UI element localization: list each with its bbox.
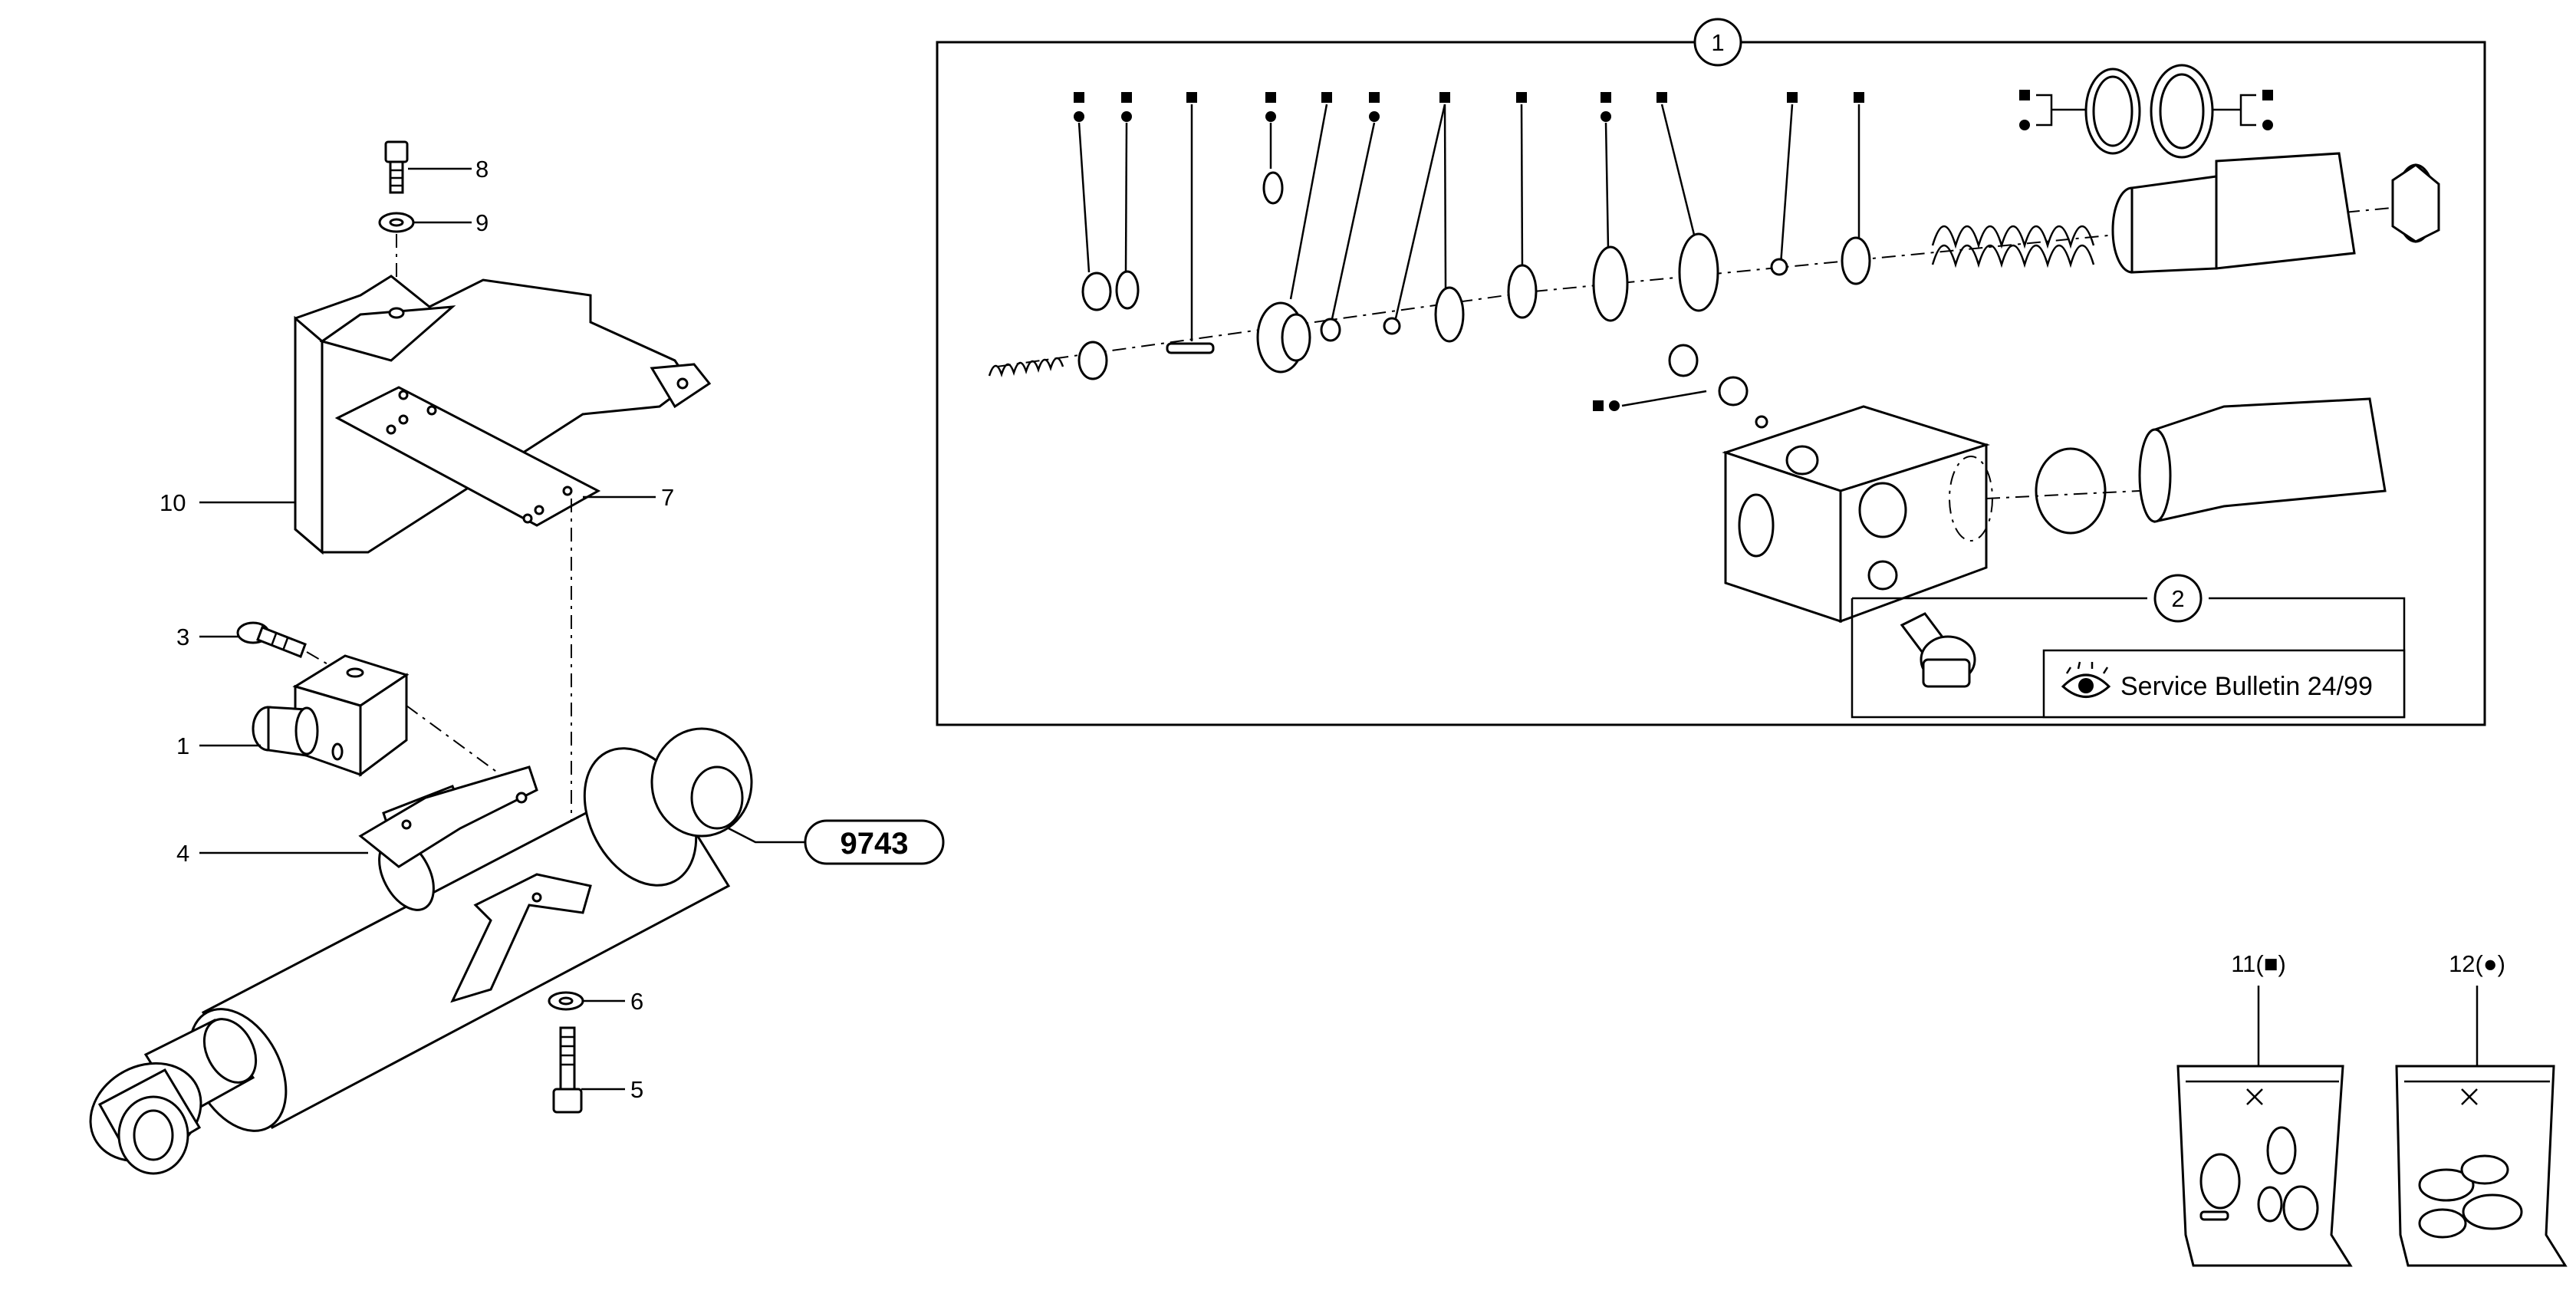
valve-body-part <box>1722 397 2387 624</box>
callout-8: 8 <box>475 156 489 183</box>
service-kits: 11(■) 12(●) <box>2176 950 2568 1267</box>
detail-frame <box>936 41 2486 726</box>
callout-3: 3 <box>176 624 189 650</box>
spring-part <box>988 357 1064 377</box>
reference-code-badge <box>804 819 945 865</box>
kit-bag-11 <box>2176 1065 2353 1267</box>
valve-circle-2-label: 2 <box>2171 585 2184 612</box>
callout-6: 6 <box>630 988 643 1015</box>
bolt-part <box>552 1026 583 1114</box>
kit-bag-12 <box>2395 1065 2568 1267</box>
callout-7: 7 <box>661 484 674 511</box>
bulletin-text: Service Bulletin 24/99 <box>2120 672 2373 701</box>
callout-10: 10 <box>160 489 186 516</box>
kit-circle-1 <box>1693 18 1742 67</box>
callout-5: 5 <box>630 1076 643 1103</box>
exploded-valve-detail: 1 <box>936 18 2486 726</box>
bolt-part <box>1900 612 1976 688</box>
kit-circle-1-label: 1 <box>1711 29 1724 56</box>
eye-icon <box>2061 661 2111 698</box>
mounting-bracket <box>294 275 712 555</box>
kit-label-12: 12(●) <box>2449 950 2505 977</box>
valve-circle-2 <box>2153 574 2203 623</box>
valve-block-part <box>252 654 410 777</box>
bolt-part <box>384 140 409 194</box>
kit-markers <box>1074 90 2273 130</box>
marker-leaders <box>1077 104 1860 341</box>
bolt-part <box>236 621 307 658</box>
callout-9: 9 <box>475 209 489 236</box>
mounting-plate <box>334 386 601 527</box>
kit-label-11: 11(■) <box>2231 950 2286 977</box>
spring-part <box>1931 225 2095 249</box>
callout-1: 1 <box>176 732 189 759</box>
valve-fitting-part <box>2111 152 2440 274</box>
hydraulic-cylinder <box>89 727 753 1175</box>
callout-4: 4 <box>176 840 189 867</box>
reference-code-text: 9743 <box>841 827 909 861</box>
left-assembly: 8 9 7 10 3 1 4 6 5 9743 <box>89 140 945 1175</box>
